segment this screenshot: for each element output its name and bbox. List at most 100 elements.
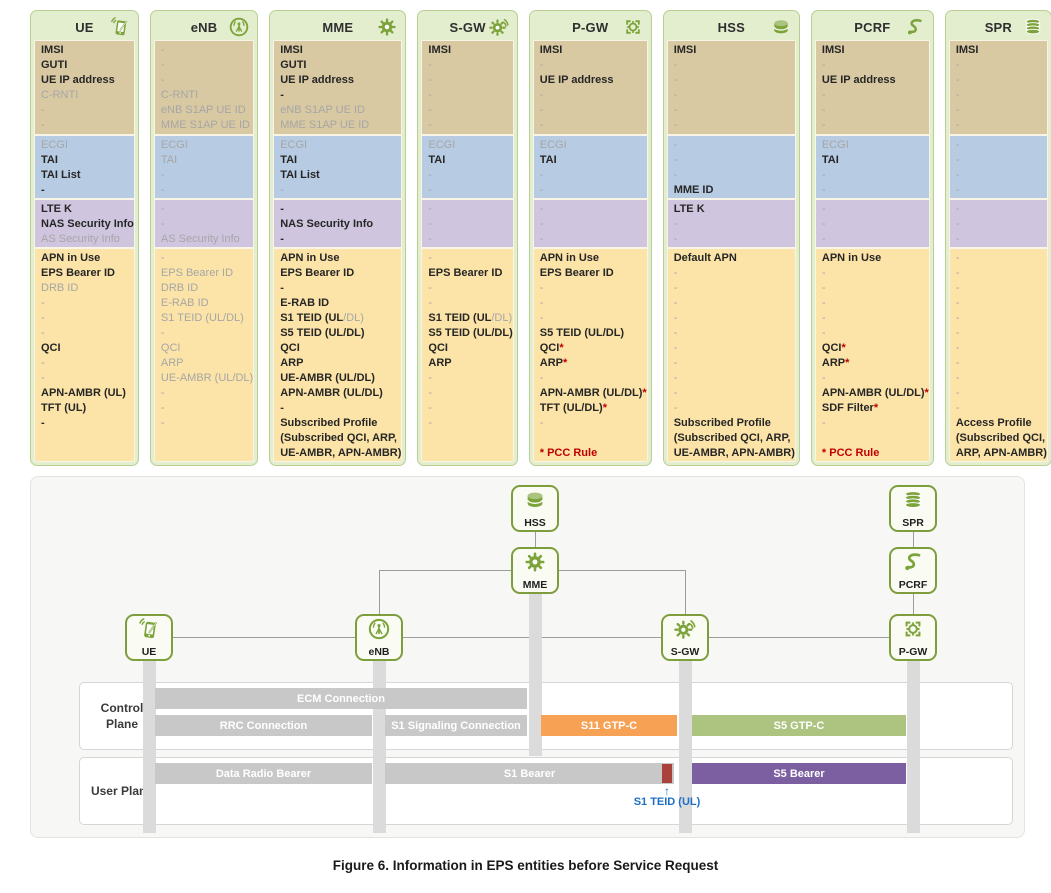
field-row: -	[956, 138, 1047, 153]
field-row: -	[956, 118, 1047, 133]
bar-data-radio-bearer: Data Radio Bearer	[155, 763, 372, 784]
field-row: -	[674, 88, 795, 103]
field-row: MME S1AP UE ID	[161, 118, 253, 133]
section-identity: IMSI-----	[422, 41, 513, 134]
field-row: NAS Security Info	[280, 217, 401, 232]
field-row: -	[956, 296, 1047, 311]
column-header: UE	[34, 14, 135, 40]
field-text: UE IP address	[280, 74, 354, 86]
field-text: -	[280, 203, 284, 215]
node-label: UE	[141, 646, 157, 658]
field-text: -	[428, 297, 433, 309]
field-row: -	[540, 232, 647, 247]
field-text: -	[673, 104, 678, 116]
field-row: TAI	[161, 153, 253, 168]
node-ue: UE	[125, 614, 173, 661]
field-text: -	[160, 387, 165, 399]
field-row: -	[956, 266, 1047, 281]
field-row: ARP	[428, 356, 512, 371]
field-text: -	[673, 267, 678, 279]
field-text: IMSI	[955, 44, 979, 56]
field-text: UE IP address	[821, 74, 896, 86]
field-text: ARP	[160, 357, 184, 369]
field-row: TAI	[41, 153, 134, 168]
field-row: -	[428, 232, 512, 247]
section-security: LTE K--	[667, 200, 795, 247]
field-row: C-RNTI	[41, 88, 134, 103]
field-text: -	[428, 104, 433, 116]
field-row: E-RAB ID	[161, 296, 253, 311]
field-text: -	[160, 184, 165, 196]
field-text: -	[821, 119, 826, 131]
field-text: *	[642, 387, 647, 399]
field-text: TAI	[428, 154, 446, 166]
field-row: -	[822, 183, 929, 198]
field-row: UE-AMBR (UL/DL)	[161, 371, 253, 386]
bar-rrc-connection: RRC Connection	[155, 715, 372, 736]
gear-waves-icon	[488, 17, 509, 37]
field-row: APN-AMBR (UL/DL)*	[540, 386, 647, 401]
database-icon	[771, 17, 791, 37]
field-row: Access Profile	[956, 416, 1047, 431]
field-text: -	[539, 297, 544, 309]
field-text: -	[673, 342, 678, 354]
column-sections: IMSI-----------------------Access Profil…	[948, 40, 1048, 462]
field-row: -	[41, 356, 134, 371]
annotation-text: S1 TEID (UL)	[633, 796, 701, 808]
field-row: -	[956, 401, 1047, 416]
field-row: -	[540, 103, 647, 118]
field-text: -	[821, 312, 826, 324]
bar-label: RRC Connection	[219, 719, 308, 732]
field-row	[822, 431, 929, 446]
node-s-gw: S-GW	[661, 614, 709, 661]
field-text: ECGI	[41, 139, 68, 151]
field-row: -	[161, 58, 253, 73]
field-row	[540, 431, 647, 446]
column-header: SPR	[949, 14, 1048, 40]
section-identity: IMSI-UE IP address---	[815, 41, 929, 134]
field-text: -	[673, 282, 678, 294]
field-row: -	[161, 386, 253, 401]
column-title: MME	[322, 19, 354, 35]
field-text: -	[955, 312, 960, 324]
field-row: -	[428, 118, 512, 133]
field-text: QCI	[280, 342, 300, 354]
field-row: -	[540, 88, 647, 103]
field-text: -	[955, 297, 960, 309]
field-row: -	[956, 386, 1047, 401]
field-text: *	[924, 387, 929, 399]
field-text: -	[673, 357, 678, 369]
column-header: S-GW	[421, 14, 513, 40]
field-row: UE IP address	[540, 73, 647, 88]
field-row: AS Security Info	[41, 232, 134, 247]
field-row: -	[956, 371, 1047, 386]
node-label: HSS	[524, 517, 546, 529]
field-text: *	[562, 357, 568, 369]
field-text: -	[160, 252, 165, 264]
field-text: ECGI	[428, 139, 456, 151]
field-row: TFT (UL/DL)*	[540, 401, 647, 416]
field-row: EPS Bearer ID	[161, 266, 253, 281]
field-row: -	[674, 371, 795, 386]
field-row: -	[540, 58, 647, 73]
field-text: -	[428, 233, 433, 245]
field-text: (Subscribed QCI,	[955, 432, 1046, 444]
field-text: -	[821, 104, 826, 116]
antenna-icon	[368, 618, 390, 640]
field-text: -	[280, 184, 284, 196]
field-text: E-RAB ID	[280, 297, 330, 309]
section-session: -EPS Bearer ID--S1 TEID (UL/DL)S5 TEID (…	[422, 249, 513, 461]
bar-s1-bearer: S1 Bearer	[385, 763, 674, 784]
field-row: -	[428, 73, 512, 88]
field-row: UE IP address	[280, 73, 401, 88]
field-row: Subscribed Profile	[280, 416, 401, 431]
policy-swoosh-icon	[905, 17, 925, 37]
field-row: -	[428, 168, 512, 183]
node-label: MME	[522, 579, 548, 591]
field-text: eNB S1AP UE ID	[160, 104, 246, 116]
